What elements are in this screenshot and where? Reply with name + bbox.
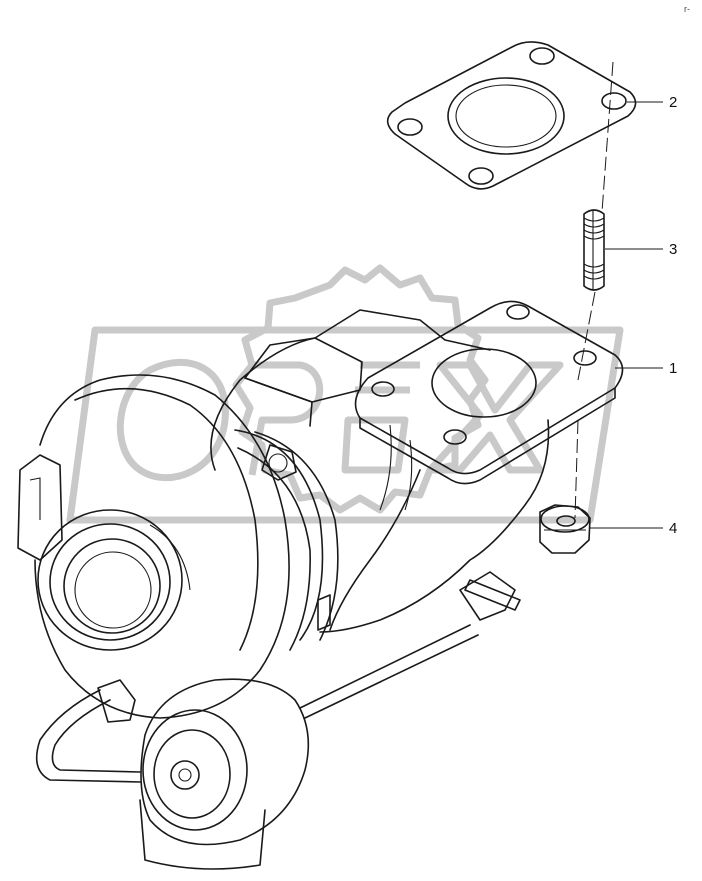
- callout-1: 1: [669, 360, 677, 377]
- callout-4: 4: [669, 520, 677, 537]
- callout-2: 2: [669, 94, 677, 111]
- corner-mark: r-: [684, 4, 690, 14]
- leader-lines: [590, 101, 663, 529]
- stud-part-3: [583, 209, 605, 291]
- assembly-axis-line: [574, 61, 614, 519]
- flange-nut-part-4: [539, 504, 591, 554]
- callout-3: 3: [669, 241, 677, 258]
- gasket-part-2: [386, 41, 637, 190]
- turbocharger-part-1: [17, 300, 624, 870]
